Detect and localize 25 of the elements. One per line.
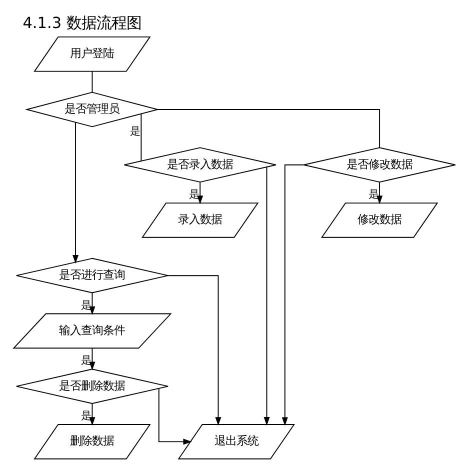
node-diamond: 是否删除数据 [15, 368, 168, 404]
arrow [88, 403, 95, 426]
node-diamond: 是否管理员 [24, 92, 160, 128]
node-diamond: 是否进行查询 [15, 258, 168, 294]
arrow [376, 182, 382, 204]
arrow [196, 182, 203, 204]
edge-label: 是 [129, 125, 140, 138]
node-diamond: 是否录入数据 [123, 147, 276, 183]
arrow [263, 166, 270, 426]
node-diamond: 是否修改数据 [302, 147, 456, 183]
edge-label: 是 [80, 354, 92, 367]
connector [156, 109, 380, 148]
edge-label: 是 [188, 188, 200, 201]
arrow [281, 164, 304, 426]
edge-label: 是 [80, 299, 92, 312]
arrow [167, 275, 221, 426]
diagram-title: 4.1.3 数据流程图 [22, 14, 141, 32]
arrow [72, 122, 78, 264]
arrow [88, 348, 95, 370]
connector [91, 70, 92, 93]
edge-label: 是 [368, 188, 379, 201]
arrow [88, 292, 95, 316]
edge-label: 是 [80, 410, 92, 422]
arrow [158, 388, 192, 445]
connector [140, 113, 142, 162]
